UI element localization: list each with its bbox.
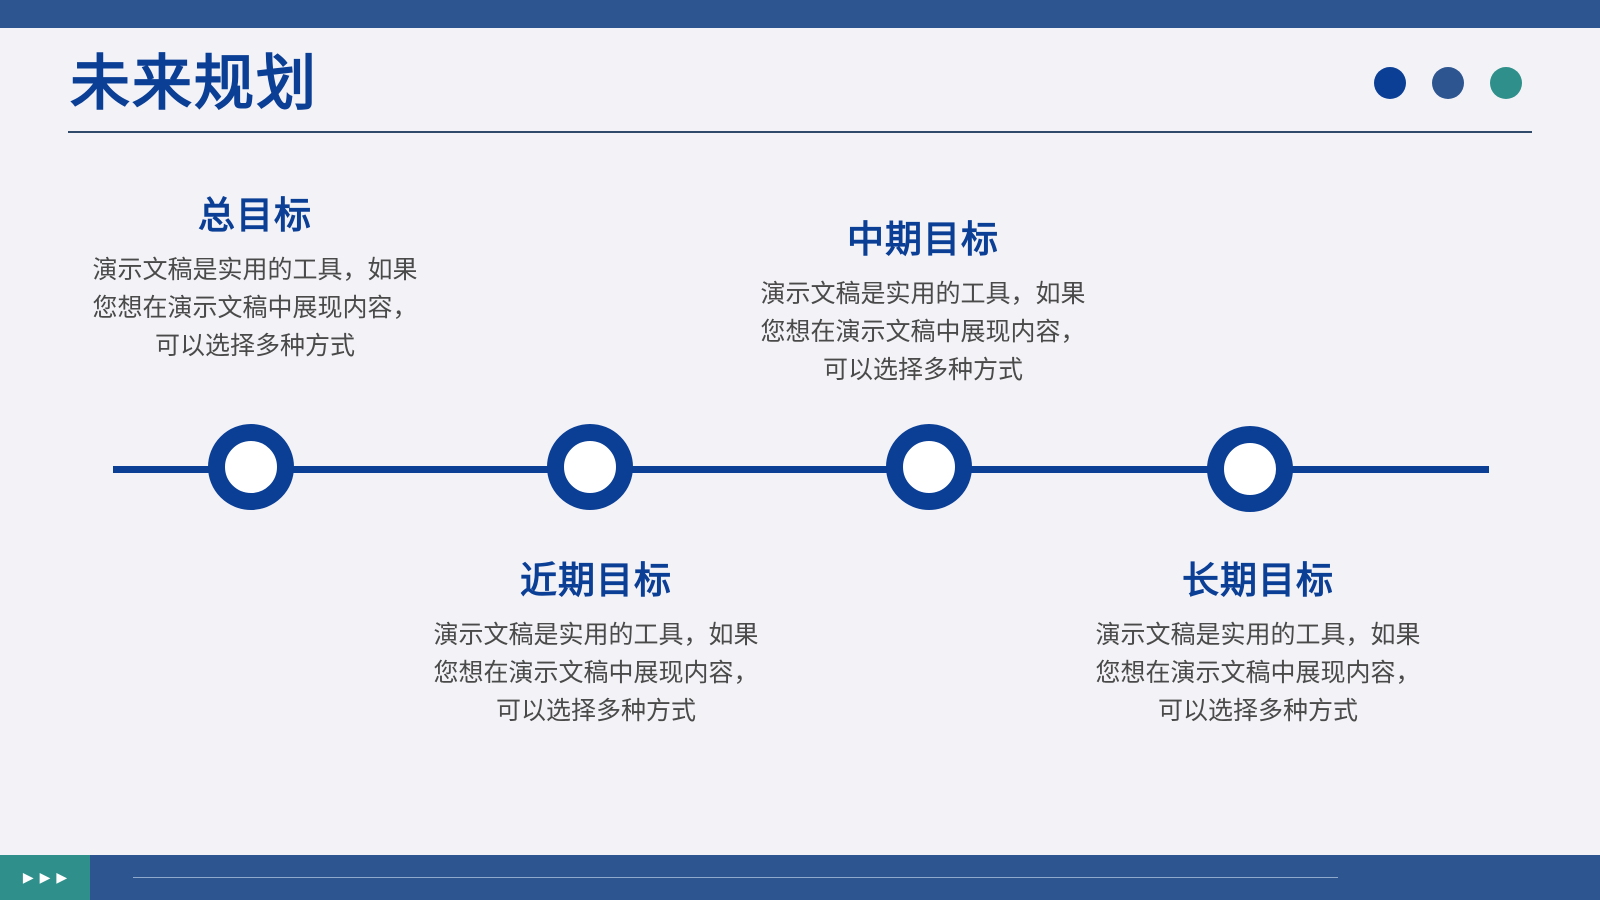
- goal-description: 演示文稿是实用的工具，如果 您想在演示文稿中展现内容， 可以选择多种方式: [1073, 616, 1443, 730]
- goal-desc-line: 演示文稿是实用的工具，如果: [760, 279, 1086, 308]
- goal-desc-line: 演示文稿是实用的工具，如果: [92, 255, 418, 284]
- goal-desc-line: 演示文稿是实用的工具，如果: [433, 620, 759, 649]
- page-title: 未来规划: [70, 49, 318, 119]
- goal-description: 演示文稿是实用的工具，如果 您想在演示文稿中展现内容， 可以选择多种方式: [411, 616, 781, 730]
- goal-desc-line: 演示文稿是实用的工具，如果: [1095, 620, 1421, 649]
- goal-desc-line: 可以选择多种方式: [822, 355, 1023, 384]
- goal-title: 长期目标: [1182, 559, 1334, 602]
- goal-description: 演示文稿是实用的工具，如果 您想在演示文稿中展现内容， 可以选择多种方式: [70, 251, 440, 365]
- timeline-line: [113, 466, 1489, 473]
- footer-arrows-icon: ▶▶▶: [0, 855, 90, 900]
- goal-desc-line: 您想在演示文稿中展现内容，: [92, 293, 418, 322]
- goal-desc-line: 您想在演示文稿中展现内容，: [760, 317, 1086, 346]
- dot-1: [1374, 67, 1406, 99]
- goal-title: 近期目标: [520, 559, 672, 602]
- goal-title: 总目标: [198, 194, 312, 237]
- goal-overall: 总目标 演示文稿是实用的工具，如果 您想在演示文稿中展现内容， 可以选择多种方式: [70, 193, 440, 365]
- top-banner: [0, 0, 1600, 28]
- goal-mid-term: 中期目标 演示文稿是实用的工具，如果 您想在演示文稿中展现内容， 可以选择多种方…: [738, 217, 1108, 389]
- timeline-node-mid-term: [886, 424, 972, 510]
- goal-near-term: 近期目标 演示文稿是实用的工具，如果 您想在演示文稿中展现内容， 可以选择多种方…: [411, 558, 781, 730]
- title-divider: [68, 131, 1532, 133]
- dot-2: [1432, 67, 1464, 99]
- goal-desc-line: 可以选择多种方式: [1157, 696, 1358, 725]
- goal-title: 中期目标: [847, 218, 999, 261]
- footer-divider: [133, 877, 1338, 878]
- timeline-node-long-term: [1207, 426, 1293, 512]
- goal-desc-line: 您想在演示文稿中展现内容，: [1095, 658, 1421, 687]
- goal-long-term: 长期目标 演示文稿是实用的工具，如果 您想在演示文稿中展现内容， 可以选择多种方…: [1073, 558, 1443, 730]
- goal-desc-line: 可以选择多种方式: [495, 696, 696, 725]
- dot-3: [1490, 67, 1522, 99]
- decorative-dots: [1374, 67, 1522, 99]
- goal-desc-line: 您想在演示文稿中展现内容，: [433, 658, 759, 687]
- timeline-node-overall: [208, 424, 294, 510]
- goal-description: 演示文稿是实用的工具，如果 您想在演示文稿中展现内容， 可以选择多种方式: [738, 275, 1108, 389]
- timeline-node-near-term: [547, 424, 633, 510]
- goal-desc-line: 可以选择多种方式: [154, 331, 355, 360]
